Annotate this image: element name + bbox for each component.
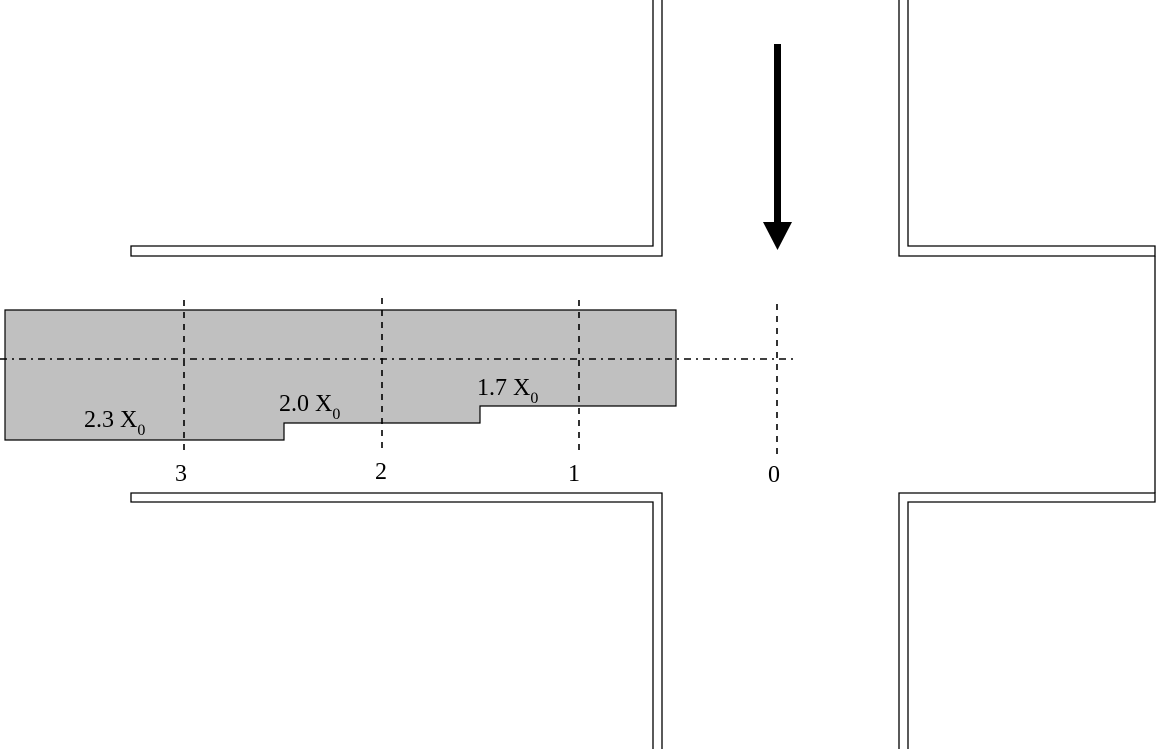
tunnel-walls (130, 0, 1156, 749)
wall-lower-left-outer (130, 492, 663, 749)
down-arrow-icon (763, 44, 792, 250)
absorber-block (4, 309, 677, 441)
wall-upper-left-outer (130, 0, 663, 257)
position-label-3: 3 (175, 461, 187, 487)
wall-upper-right (898, 0, 1156, 257)
position-label-1: 1 (568, 461, 580, 487)
section-label-1: 1.7 X0 (477, 375, 538, 407)
position-label-2: 2 (375, 459, 387, 485)
section-label-3: 2.3 X0 (84, 407, 145, 439)
section-label-2: 2.0 X0 (279, 391, 340, 423)
wall-lower-right (898, 492, 1156, 749)
position-label-0: 0 (768, 462, 780, 488)
